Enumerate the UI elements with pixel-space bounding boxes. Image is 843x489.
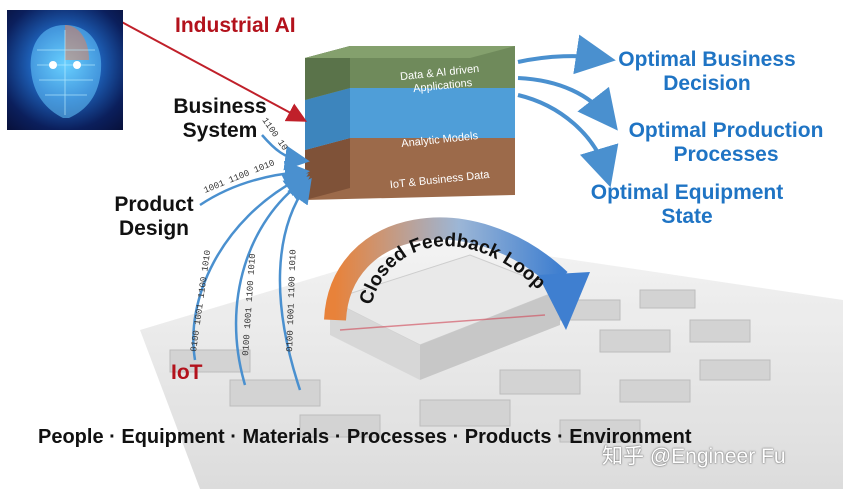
business-system-label: Business System xyxy=(172,95,268,142)
arrow-iot-1 xyxy=(192,173,309,361)
watermark: 知乎 @Engineer Fu xyxy=(602,445,786,468)
optimal-production-label: Optimal Production Processes xyxy=(618,119,834,166)
ai-head-icon xyxy=(30,25,102,118)
optimal-business-line-1: Optimal Business xyxy=(618,48,796,71)
factory-floor-illustration xyxy=(140,240,843,489)
optimal-business-label: Optimal Business Decision xyxy=(610,48,804,95)
business-system-line-2: System xyxy=(182,118,258,142)
optimal-production-line-2: Processes xyxy=(673,142,779,166)
stack-layer-middle xyxy=(305,88,515,150)
product-design-line-1: Product xyxy=(114,193,194,216)
binary-iot-3: 0100 1001 1100 1010 xyxy=(285,249,299,352)
business-system-line-1: Business xyxy=(173,95,267,118)
arrow-to-equipment xyxy=(517,93,619,188)
iot-label: IoT xyxy=(171,361,203,384)
output-arrows xyxy=(517,34,619,188)
arrow-iot-2 xyxy=(234,176,311,386)
product-design-label: Product Design xyxy=(108,193,200,240)
stack-layer-top xyxy=(305,46,515,100)
arrow-iot-3 xyxy=(278,177,312,391)
input-arrows xyxy=(192,134,312,391)
industrial-ai-label: Industrial AI xyxy=(175,14,296,37)
arrow-to-business-decision xyxy=(517,34,616,75)
optimal-equipment-line-2: State xyxy=(661,204,713,228)
ai-head-image xyxy=(7,10,123,130)
arrow-business-system xyxy=(261,134,310,171)
stack-layer-bottom xyxy=(305,138,515,200)
optimal-business-line-2: Decision xyxy=(663,71,751,95)
technology-stack: Data & AI driven Applications Analytic M… xyxy=(305,46,515,200)
optimal-equipment-label: Optimal Equipment State xyxy=(580,181,794,228)
optimal-production-line-1: Optimal Production xyxy=(628,119,824,142)
arrow-to-production xyxy=(517,76,618,131)
industrial-ai-arrow xyxy=(117,19,308,122)
product-design-line-2: Design xyxy=(118,216,189,240)
arrow-product-design xyxy=(199,160,310,207)
optimal-equipment-line-1: Optimal Equipment xyxy=(590,181,784,204)
bottom-elements-line: People · Equipment · Materials · Process… xyxy=(38,426,692,448)
